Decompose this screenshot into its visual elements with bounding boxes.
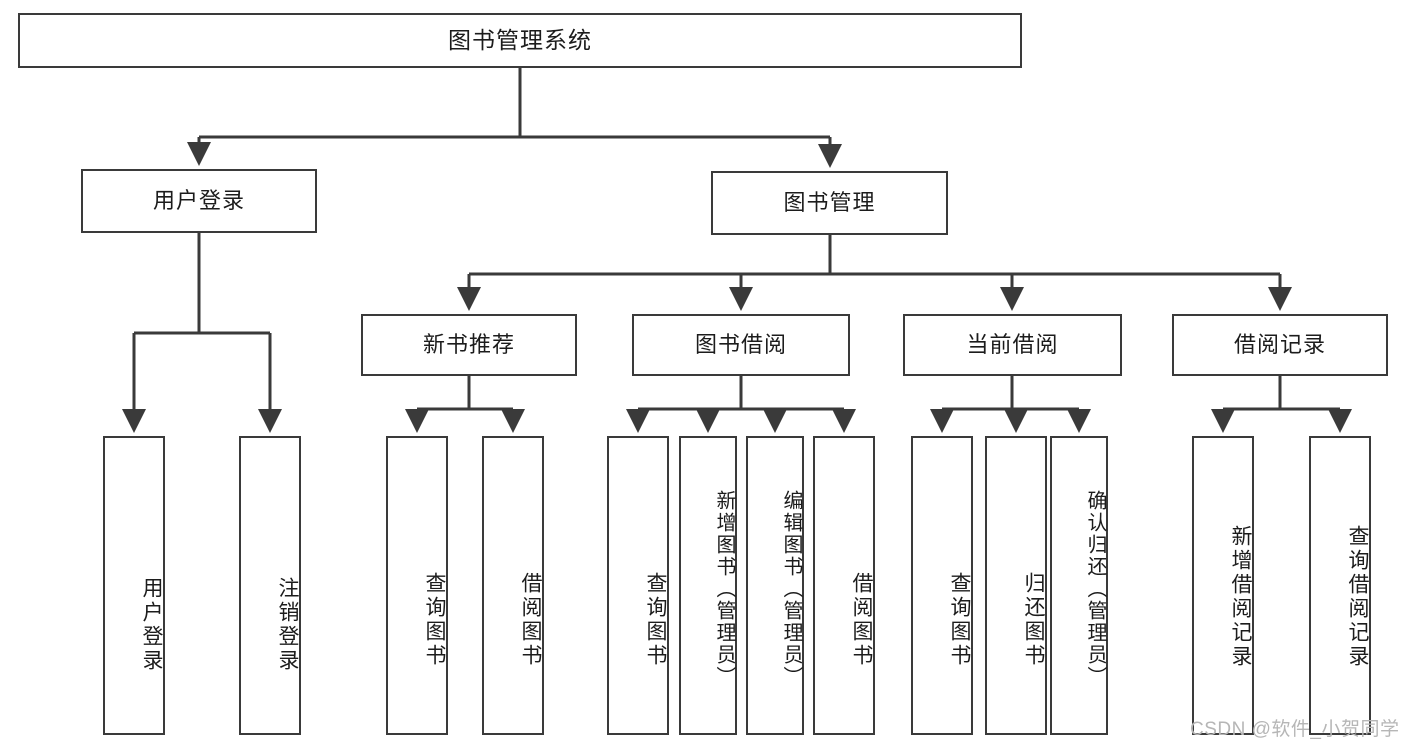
node-leaf-edit-book[interactable]: 编辑图书（管理员）	[746, 436, 804, 735]
node-leaf-confirm-return-label: 确认归还（管理员）	[1084, 489, 1106, 688]
node-leaf-user-logout-label: 注销登录	[276, 576, 299, 673]
node-leaf-add-book-label: 新增图书（管理员）	[713, 489, 735, 688]
node-new-book-rec-label: 新书推荐	[422, 332, 515, 358]
node-leaf-query-book-borrow[interactable]: 查询图书	[607, 436, 669, 735]
node-leaf-borrow-book-rec[interactable]: 借阅图书	[482, 436, 544, 735]
node-leaf-borrow-book-label: 借阅图书	[850, 571, 873, 668]
watermark: CSDN @软件_小贺同学	[1190, 714, 1399, 741]
node-leaf-query-book-rec[interactable]: 查询图书	[386, 436, 448, 735]
node-book-manage[interactable]: 图书管理	[711, 171, 948, 235]
watermark-text: CSDN @软件_小贺同学	[1190, 719, 1400, 740]
node-current-borrow[interactable]: 当前借阅	[903, 314, 1122, 376]
node-leaf-add-record[interactable]: 新增借阅记录	[1192, 436, 1254, 735]
node-leaf-add-book[interactable]: 新增图书（管理员）	[679, 436, 737, 735]
node-leaf-query-book-current-label: 查询图书	[948, 571, 971, 668]
node-book-manage-label: 图书管理	[783, 190, 876, 216]
node-leaf-query-book-current[interactable]: 查询图书	[911, 436, 973, 735]
node-leaf-return-book-label: 归还图书	[1022, 571, 1045, 668]
node-leaf-query-record[interactable]: 查询借阅记录	[1309, 436, 1371, 735]
node-root[interactable]: 图书管理系统	[18, 13, 1022, 68]
node-leaf-add-record-label: 新增借阅记录	[1229, 524, 1252, 669]
node-current-borrow-label: 当前借阅	[966, 332, 1059, 358]
node-leaf-query-record-label: 查询借阅记录	[1346, 524, 1369, 669]
node-leaf-query-book-rec-label: 查询图书	[423, 571, 446, 668]
node-leaf-edit-book-label: 编辑图书（管理员）	[780, 489, 802, 688]
node-leaf-user-login-label: 用户登录	[140, 576, 163, 673]
node-user-login-label: 用户登录	[152, 188, 245, 214]
node-leaf-user-login[interactable]: 用户登录	[103, 436, 165, 735]
node-user-login[interactable]: 用户登录	[81, 169, 317, 233]
node-leaf-query-book-borrow-label: 查询图书	[644, 571, 667, 668]
node-leaf-confirm-return[interactable]: 确认归还（管理员）	[1050, 436, 1108, 735]
node-root-label: 图书管理系统	[448, 26, 592, 53]
node-leaf-user-logout[interactable]: 注销登录	[239, 436, 301, 735]
node-book-borrow-label: 图书借阅	[694, 332, 787, 358]
node-borrow-record[interactable]: 借阅记录	[1172, 314, 1388, 376]
node-leaf-borrow-book-rec-label: 借阅图书	[519, 571, 542, 668]
node-borrow-record-label: 借阅记录	[1233, 332, 1326, 358]
node-new-book-rec[interactable]: 新书推荐	[361, 314, 577, 376]
node-leaf-borrow-book[interactable]: 借阅图书	[813, 436, 875, 735]
node-book-borrow[interactable]: 图书借阅	[632, 314, 850, 376]
node-leaf-return-book[interactable]: 归还图书	[985, 436, 1047, 735]
